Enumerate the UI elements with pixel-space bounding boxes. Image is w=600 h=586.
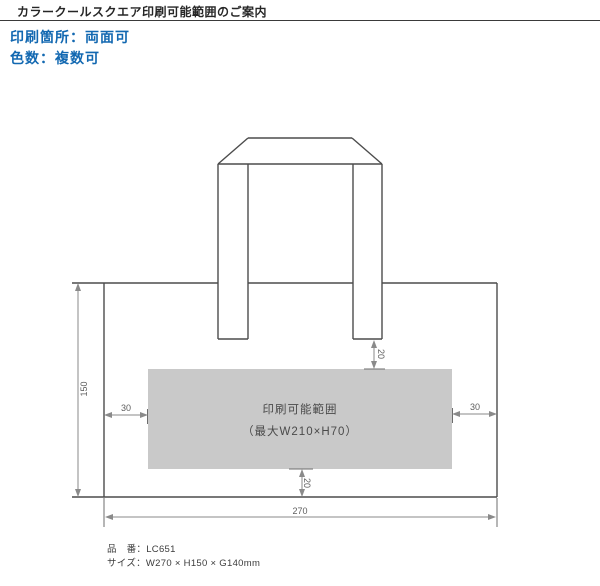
dim-label-margin-top-20: 20 <box>376 348 386 359</box>
print-area-caption-line1: 印刷可能範囲 <box>262 404 338 416</box>
print-area-caption-line2: （最大W210×H70） <box>242 426 358 438</box>
print-area-caption: 印刷可能範囲 （最大W210×H70） <box>148 399 452 443</box>
dim-label-width-270: 270 <box>292 506 308 516</box>
dim-label-margin-bottom-20: 20 <box>302 477 312 488</box>
page-title: カラークールスクエア印刷可能範囲のご案内 <box>17 5 268 19</box>
title-divider <box>0 20 600 21</box>
bag-outline <box>72 282 498 498</box>
product-item-number: 品 番：LC651 <box>107 544 176 555</box>
extension-lines <box>103 368 498 527</box>
dim-label-margin-left-30: 30 <box>120 403 131 413</box>
dim-label-height-150: 150 <box>79 381 89 397</box>
product-info: 品 番：LC651 サイズ：W270 × H150 × G140mm <box>107 543 260 571</box>
print-area-rect <box>148 369 452 469</box>
product-size: サイズ：W270 × H150 × G140mm <box>107 558 261 569</box>
print-colors-text: 色数：複数可 <box>10 50 100 66</box>
print-location-text: 印刷箇所：両面可 <box>10 29 130 45</box>
dimension-lines <box>75 283 497 520</box>
bag-handle-outline <box>217 137 383 340</box>
dim-label-margin-right-30: 30 <box>469 402 480 412</box>
